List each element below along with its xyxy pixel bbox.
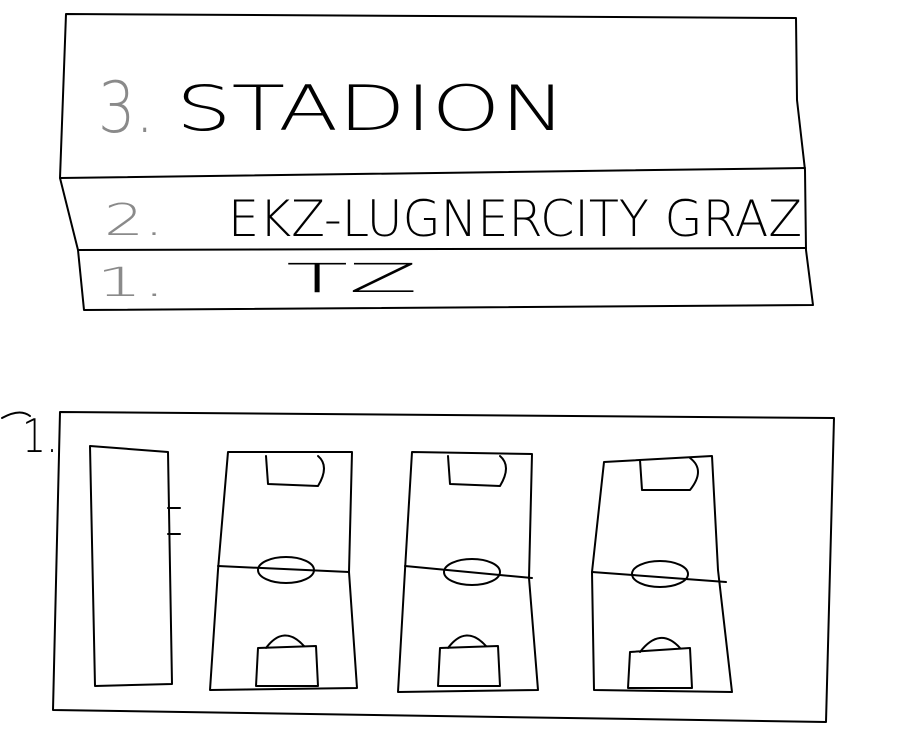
halfway-line	[404, 565, 533, 579]
goal-area-bottom	[255, 634, 319, 687]
goal-area-top	[447, 455, 507, 487]
floor-2-name: EKZ-LUGNERCITY GRAZ	[228, 190, 802, 248]
building-outline	[59, 13, 814, 311]
football-field	[397, 451, 539, 693]
floor-1-name: TZ	[286, 256, 418, 302]
goal-area-top	[639, 457, 699, 491]
center-circle	[257, 556, 315, 584]
floor-plan-pointer	[1, 411, 31, 419]
floor-1-number: 1.	[96, 260, 166, 306]
football-field	[209, 451, 358, 691]
floor-3-number: 3.	[98, 67, 154, 149]
floor-3-row: 3. STADION	[98, 67, 566, 149]
field-outline	[209, 451, 358, 691]
halfway-line	[591, 571, 727, 583]
floor-plan-outline	[52, 411, 835, 723]
center-circle	[631, 560, 689, 588]
floor-divider-3-2	[59, 167, 806, 179]
goal-area-top	[265, 455, 325, 487]
building-section: 3. STADION 2. EKZ-LUGNERCITY GRAZ 1. TZ	[59, 13, 814, 311]
football-field	[591, 455, 733, 693]
floor-2-row: 2. EKZ-LUGNERCITY GRAZ	[104, 190, 802, 248]
floor-divider-2-1	[77, 247, 807, 251]
field-outline	[397, 451, 539, 693]
floor-2-number: 2.	[104, 195, 164, 246]
floor-plan-label: 1.	[22, 409, 58, 463]
floor-1-row: 1. TZ	[96, 256, 418, 306]
floor-3-name: STADION	[176, 72, 566, 145]
halfway-line	[217, 565, 350, 573]
building-block	[89, 445, 173, 687]
goal-area-bottom	[437, 634, 501, 687]
building-block-tick	[167, 507, 181, 535]
goal-area-bottom	[627, 637, 693, 689]
floor-plan: 1.	[1, 409, 835, 723]
center-circle	[443, 558, 501, 586]
